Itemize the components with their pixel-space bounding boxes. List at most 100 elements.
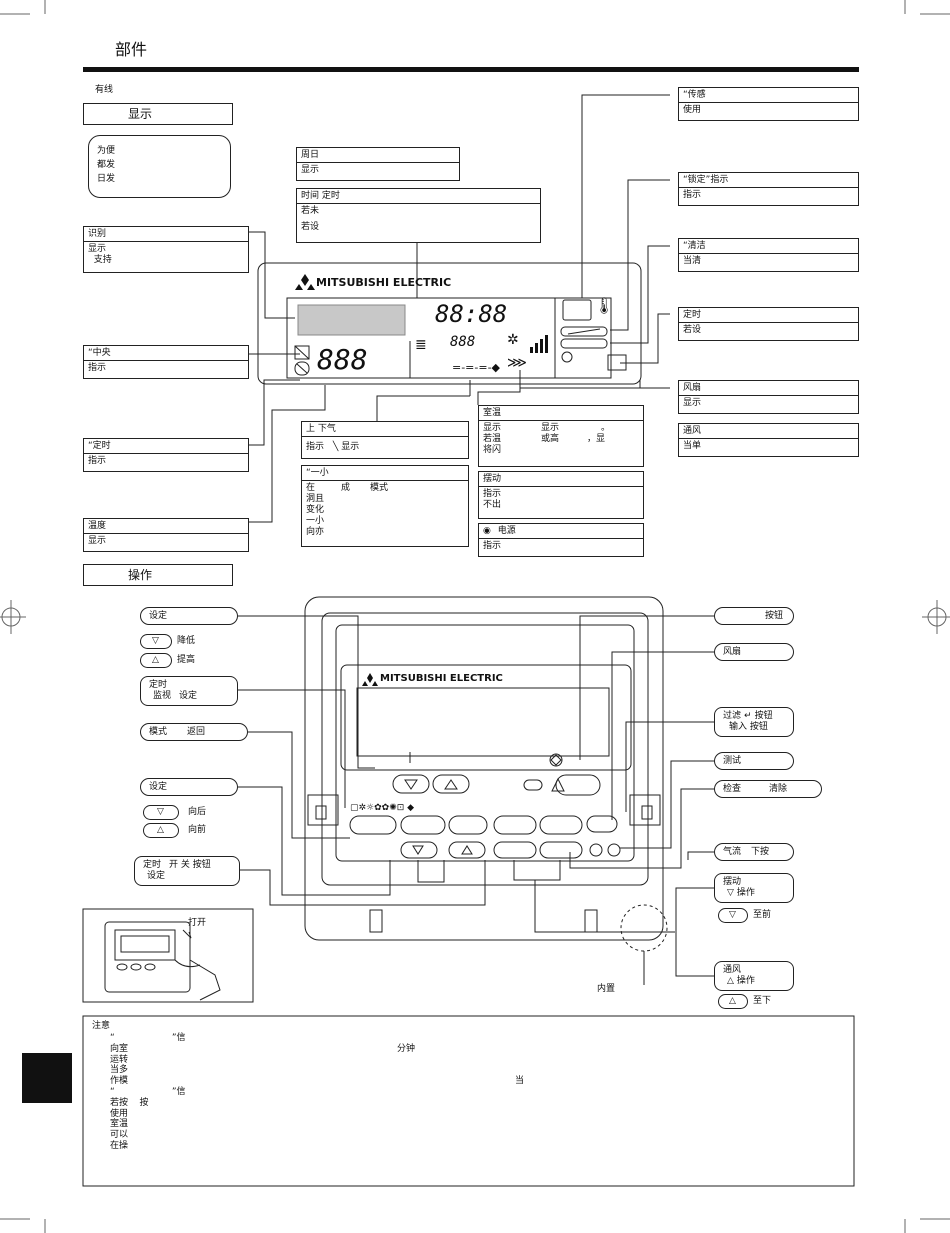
down-key-icon: ▽ bbox=[143, 805, 179, 820]
callout-sensor: “传感 使用 bbox=[678, 87, 859, 121]
lcd-clock: 88:88 bbox=[435, 300, 508, 328]
time-down-button[interactable] bbox=[401, 842, 437, 858]
mode-button[interactable] bbox=[350, 816, 396, 834]
callout-body: 指示 bbox=[683, 190, 702, 200]
wired-label: 有线 bbox=[95, 85, 114, 95]
vane-icon: ≣ bbox=[415, 337, 427, 353]
temp-down-button[interactable] bbox=[393, 775, 429, 793]
label-fan: 风扇 bbox=[714, 643, 794, 661]
display-section-header: 显示 bbox=[83, 103, 233, 125]
callout-title: 摆动 bbox=[479, 472, 643, 487]
callout-title: 时间 定时 bbox=[297, 189, 540, 204]
callout-title: 温度 bbox=[84, 519, 248, 534]
label-open: 打开 bbox=[188, 918, 207, 928]
title-rule bbox=[83, 67, 859, 72]
label-swing-op: 摆动 ▽操作 bbox=[714, 873, 794, 903]
remote-brand-logo bbox=[362, 672, 378, 691]
mitsubishi-diamonds-icon bbox=[362, 673, 378, 686]
thermometer-icon: 🌡 bbox=[594, 296, 615, 315]
callout-temperature: 温度 显示 bbox=[83, 518, 249, 552]
callout-body: 指示 bbox=[88, 456, 107, 466]
callout-timer-right: 定时 若设 bbox=[678, 307, 859, 341]
time-up-button[interactable] bbox=[449, 842, 485, 858]
callout-title: 通风 bbox=[679, 424, 858, 439]
callout-title: “中央 bbox=[84, 346, 248, 361]
filter-button[interactable] bbox=[587, 816, 617, 832]
callout-body: 指示 bbox=[88, 363, 107, 373]
notes-minutes: 分钟 bbox=[397, 1044, 416, 1054]
callout-central: “中央 指示 bbox=[83, 345, 249, 379]
callout-title: “传感 bbox=[679, 88, 858, 103]
callout-body: 若未 若设 bbox=[301, 206, 320, 232]
callout-title: 周日 bbox=[297, 148, 459, 163]
ventilation-button[interactable] bbox=[540, 816, 582, 834]
display-header-label: 显示 bbox=[128, 107, 153, 121]
callout-body: 显示 bbox=[683, 398, 702, 408]
callout-body: 当单 bbox=[683, 441, 702, 451]
up-key-icon: △ bbox=[718, 994, 748, 1009]
callout-timer-left: “定时 指示 bbox=[83, 438, 249, 472]
check-button[interactable] bbox=[608, 844, 620, 856]
fan-icon: ✲ bbox=[507, 332, 519, 348]
label-lower: 降低 bbox=[177, 636, 196, 646]
timer-menu-button[interactable] bbox=[401, 816, 445, 834]
label-check-clear: 检查清除 bbox=[714, 780, 822, 798]
timer-onoff-button[interactable] bbox=[449, 816, 487, 834]
callout-day-of-week: 周日 显示 bbox=[296, 147, 460, 181]
up-key-icon: △ bbox=[140, 653, 172, 668]
page-title: 部件 bbox=[115, 40, 148, 59]
label-on-off-button: 按钮 bbox=[714, 607, 794, 625]
callout-ventilation: 通风 当单 bbox=[678, 423, 859, 457]
up-key-icon: △ bbox=[143, 823, 179, 838]
callout-title: “清洁 bbox=[679, 239, 858, 254]
label-ventilation-op: 通风 △操作 bbox=[714, 961, 794, 991]
temp-up-button[interactable] bbox=[433, 775, 469, 793]
lcd-small-digits: 888 bbox=[450, 334, 476, 350]
callout-identify: 识别 显示 支持 bbox=[83, 226, 249, 273]
fan-speed-button[interactable] bbox=[494, 816, 536, 834]
swing-button[interactable] bbox=[494, 842, 536, 858]
callout-title: 识别 bbox=[84, 227, 248, 242]
operation-header-label: 操作 bbox=[128, 568, 153, 582]
rounded-note-line: 为便 bbox=[97, 146, 116, 156]
callout-body: 显示 bbox=[88, 536, 107, 546]
callout-title: “定时 bbox=[84, 439, 248, 454]
callout-body: 显示 支持 bbox=[88, 244, 112, 265]
label-forward: 向前 bbox=[188, 825, 207, 835]
callout-swing: 摆动 指示 不出 bbox=[478, 471, 644, 519]
rounded-note-line: 日发 bbox=[97, 174, 116, 184]
label-raise: 提高 bbox=[177, 655, 196, 665]
brand-logo bbox=[295, 274, 315, 296]
louver-button[interactable] bbox=[540, 842, 582, 858]
label-built-in: 内置 bbox=[597, 984, 616, 994]
down-key-icon: ▽ bbox=[140, 634, 172, 649]
notes-body: “ ”信 向室 运转 当多 作模 “ ”信 若按 按 使用 室温 可以 在操 bbox=[110, 1033, 186, 1151]
test-button[interactable] bbox=[590, 844, 602, 856]
callout-lock: “锁定”指示 指示 bbox=[678, 172, 859, 206]
label-back: 向后 bbox=[188, 807, 207, 817]
callout-clean: “清洁 当清 bbox=[678, 238, 859, 272]
callout-title: “一小 bbox=[302, 466, 468, 481]
label-mode-return: 模式返回 bbox=[140, 723, 248, 741]
label-filter-input: 过滤↵按钮 输入 按钮 bbox=[714, 707, 794, 737]
callout-body: 使用 bbox=[683, 105, 702, 115]
callout-body: 指示 ╲ 显示 bbox=[306, 442, 360, 452]
notes-title: 注意 bbox=[92, 1021, 111, 1031]
callout-power: ◉ 电源 指示 bbox=[478, 523, 644, 557]
callout-title: 定时 bbox=[679, 308, 858, 323]
callout-body: 显示 bbox=[301, 165, 320, 175]
callout-up-down-air: 上 下气 指示 ╲ 显示 bbox=[301, 421, 469, 459]
on-off-button[interactable] bbox=[556, 775, 600, 795]
callout-body: 在成模式 洞且 变化 一小 向亦 bbox=[306, 483, 389, 537]
operation-section-header: 操作 bbox=[83, 564, 233, 586]
label-timer-onoff: 定时开 关 按钮 设定 bbox=[134, 856, 240, 886]
callout-one-small: “一小 在成模式 洞且 变化 一小 向亦 bbox=[301, 465, 469, 547]
callout-body: 若设 bbox=[683, 325, 702, 335]
remote-brand-name: MITSUBISHI ELECTRIC bbox=[380, 673, 503, 684]
down-key-icon: ▽ bbox=[718, 908, 748, 923]
label-timer-monitor: 定时 监视设定 bbox=[140, 676, 238, 706]
brand-name: MITSUBISHI ELECTRIC bbox=[316, 276, 452, 289]
callout-body: 指示 不出 bbox=[483, 489, 502, 510]
callout-time-timer: 时间 定时 若未 若设 bbox=[296, 188, 541, 243]
